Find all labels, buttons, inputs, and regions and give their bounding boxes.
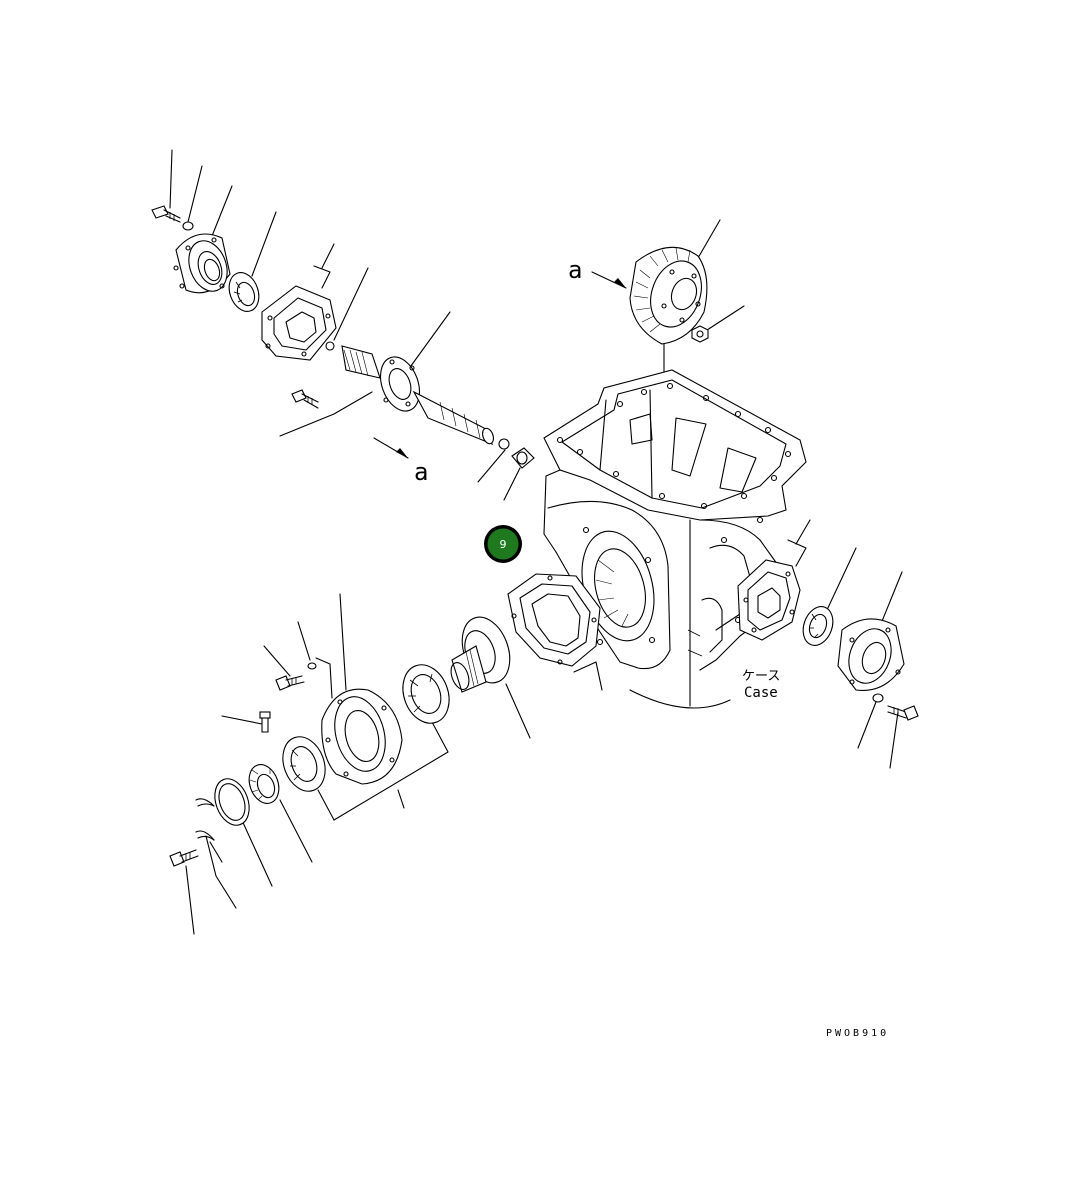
bolt-right <box>887 705 919 721</box>
differential-housing <box>321 688 403 785</box>
bearing-lower-inner <box>402 664 450 724</box>
bearing-right <box>802 606 834 646</box>
adjusting-nut <box>248 764 280 804</box>
view-label-left: a <box>414 458 428 486</box>
hotspot-number: 9 <box>500 538 507 551</box>
bearing-cage-upper <box>173 233 231 294</box>
pinion-bolt-lower <box>291 389 319 409</box>
washer-lower-mid <box>307 662 317 670</box>
bearing-cage-right <box>837 618 905 692</box>
shim-pack <box>507 573 601 667</box>
companion-flange <box>450 616 511 693</box>
cotter-pins <box>195 798 215 841</box>
leader-lines-lower-left <box>185 593 603 935</box>
view-arrow-top: a <box>568 256 627 289</box>
washer-upper <box>182 221 194 231</box>
case-label-japanese: ケース <box>742 669 780 684</box>
retainer-plate-upper <box>261 285 337 361</box>
case-label-english: Case <box>744 685 778 701</box>
bolt-lower-left <box>169 849 199 867</box>
bevel-gear <box>629 246 708 345</box>
view-arrow-left: a <box>373 437 428 486</box>
part-hotspot-marker[interactable]: 9 <box>484 525 522 563</box>
small-plug <box>325 341 335 351</box>
retainer-plate-right <box>737 559 801 641</box>
washer-right <box>872 693 884 703</box>
bolt-lower-mid <box>275 675 305 691</box>
lock-plate <box>214 778 250 826</box>
leader-lines-upper-left <box>169 149 521 501</box>
bearing-upper <box>228 272 260 312</box>
transmission-case: ケース Case <box>543 369 807 709</box>
gear-nut <box>691 325 709 343</box>
lock-pin <box>259 711 271 733</box>
spacer-bushing <box>511 447 535 469</box>
pinion-bolt-upper <box>151 205 181 223</box>
figure-code: PWOB910 <box>826 1028 889 1039</box>
pinion-shaft <box>341 345 494 446</box>
view-label-top: a <box>568 256 582 284</box>
bearing-lower-outer <box>282 736 326 792</box>
small-ring <box>498 438 510 450</box>
